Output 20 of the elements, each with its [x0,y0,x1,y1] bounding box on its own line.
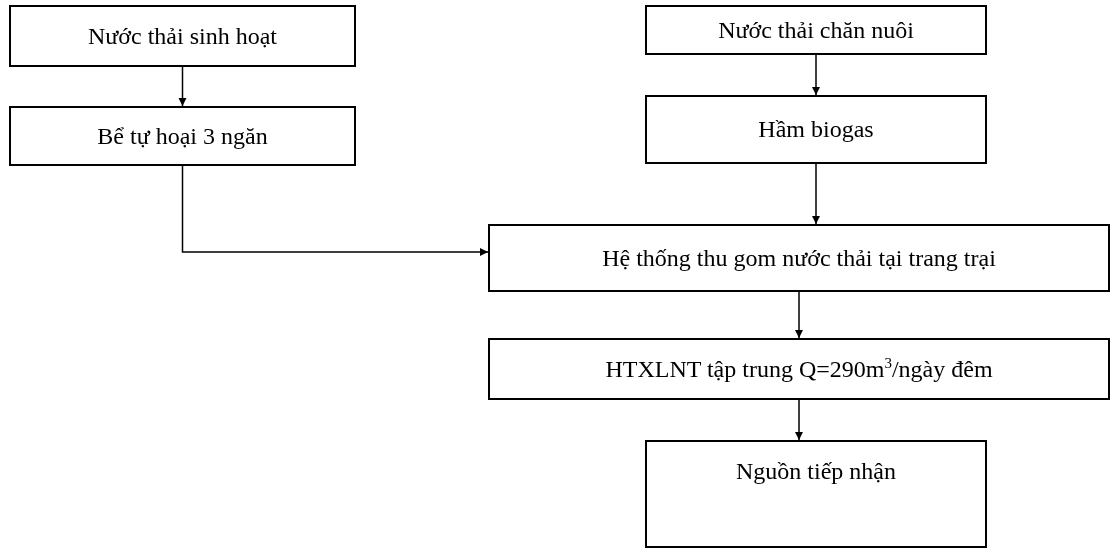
box-label: Nguồn tiếp nhận [736,458,896,485]
box-label: Hệ thống thu gom nước thải tại trang trại [602,244,996,272]
process-box [488,338,1110,400]
arrow [795,291,803,339]
box-label: Hầm biogas [758,116,874,143]
arrow [812,163,820,225]
process-box [9,106,356,166]
process-box [645,5,987,55]
process-box [9,5,356,67]
box-label: Nước thải chăn nuôi [718,16,914,44]
process-box [645,95,987,164]
box-label: Nước thải sinh hoạt [88,22,277,50]
arrow [181,165,489,256]
arrow [812,54,820,96]
process-box [645,440,987,548]
process-box [488,224,1110,292]
box-label: Bể tự hoại 3 ngăn [97,122,268,150]
arrow [178,66,187,107]
arrow [795,399,803,441]
box-label: HTXLNT tập trung Q=290m$^{3}$/ngày đêm [605,355,993,383]
